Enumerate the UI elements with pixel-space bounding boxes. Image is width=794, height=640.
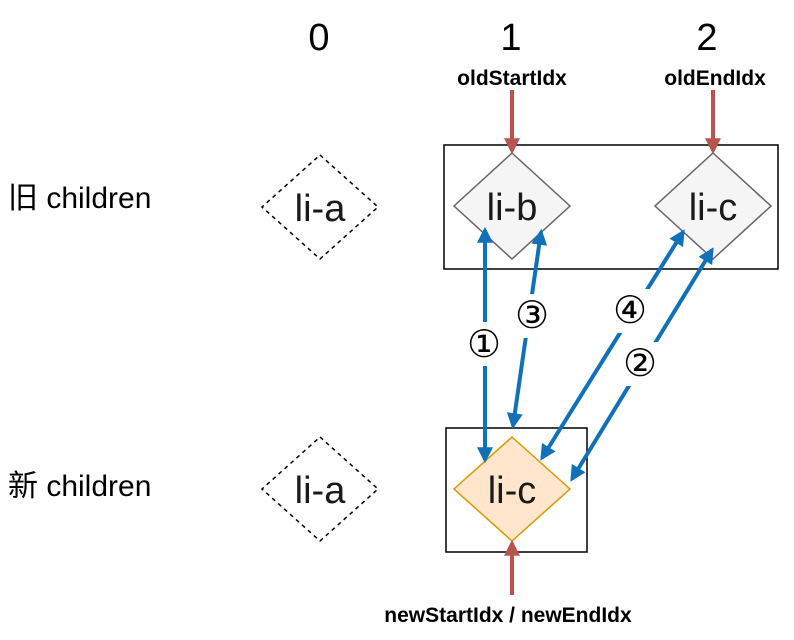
index-label-0: 0 <box>308 17 329 59</box>
old-node-li-c: li-c <box>689 187 738 229</box>
step-1-bg <box>464 322 504 366</box>
old-node-li-a: li-a <box>295 188 347 230</box>
old-start-idx-label: oldStartIdx <box>457 67 567 90</box>
step-4-bg <box>610 289 650 333</box>
step-3-label: ③ <box>515 295 549 337</box>
old-node-li-b: li-b <box>487 187 538 229</box>
new-node-li-a-shape <box>260 435 380 543</box>
step-1-label: ① <box>467 324 501 366</box>
step-2-bg <box>620 342 660 386</box>
step-4-label: ④ <box>613 290 647 332</box>
index-label-2: 2 <box>696 17 717 59</box>
index-label-1: 1 <box>500 17 521 59</box>
new-start-end-idx-label: newStartIdx / newEndIdx <box>384 604 632 627</box>
new-children-label: 新 children <box>8 470 151 503</box>
step-3-bg <box>512 294 552 338</box>
new-node-li-c: li-c <box>488 470 537 512</box>
old-end-idx-label: oldEndIdx <box>664 67 766 90</box>
old-children-label: 旧 children <box>8 182 151 215</box>
compare-arrow-4 <box>540 229 685 461</box>
new-node-li-a: li-a <box>295 470 347 512</box>
old-node-li-a-shape <box>260 153 380 261</box>
step-2-label: ② <box>623 343 657 385</box>
